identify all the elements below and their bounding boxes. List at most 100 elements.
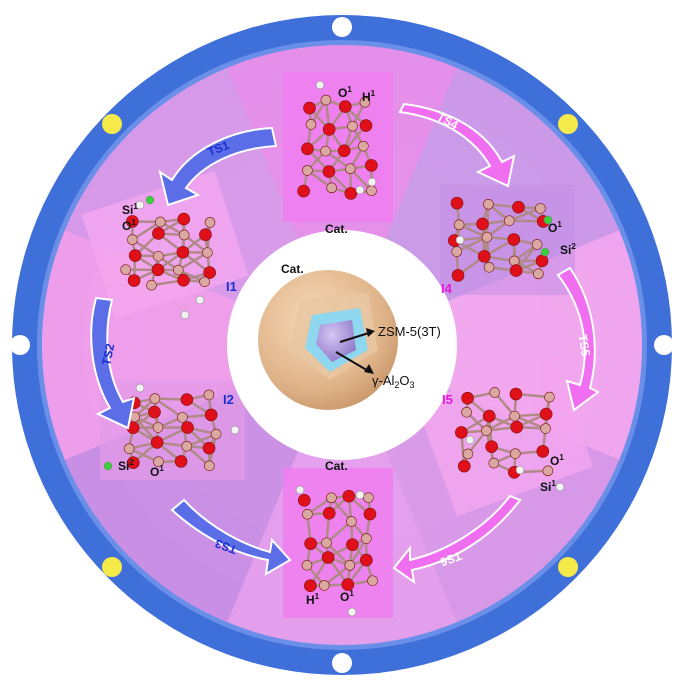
oxygen-atom [360, 120, 372, 132]
oxygen-atom [451, 197, 463, 209]
oxygen-atom [149, 406, 161, 418]
silicon-atom [121, 265, 131, 275]
oxygen-atom [298, 494, 310, 506]
oxygen-atom [540, 408, 552, 420]
top-cat-label: Cat. [325, 222, 348, 236]
silicon-atom [321, 538, 331, 548]
silicon-atom [319, 580, 329, 590]
hydrogen-atom [356, 491, 364, 499]
i1-label: I1 [226, 279, 237, 294]
silicon-atom [533, 269, 543, 279]
silicon-atom [153, 251, 163, 261]
hydrogen-atom [231, 426, 239, 434]
silicon-atom [348, 121, 358, 131]
silicon-atom [179, 230, 189, 240]
ring-dot-yellow-tr [558, 114, 578, 134]
oxygen-atom [338, 145, 350, 157]
silicon-atom [326, 493, 336, 503]
oxygen-atom [203, 442, 215, 454]
silicon-atom [302, 560, 312, 570]
silicon-atom [541, 424, 551, 434]
silicon-atom [489, 458, 499, 468]
silicon-atom [302, 509, 312, 519]
silicon-atom [484, 262, 494, 272]
oxygen-atom [510, 388, 522, 400]
oxygen-atom [322, 551, 334, 563]
hydrogen-atom [456, 236, 464, 244]
silicon-atom [327, 183, 337, 193]
ring-dot-white-left [10, 335, 30, 355]
silicon-atom [482, 232, 492, 242]
oxygen-atom [346, 539, 358, 551]
ring-dot-white-right [654, 335, 674, 355]
oxygen-atom [181, 394, 193, 406]
silicon-atom [358, 141, 368, 151]
silicon-atom [306, 119, 316, 129]
silicon-atom [452, 247, 462, 257]
oxygen-atom [182, 422, 194, 434]
silicon-atom [535, 203, 545, 213]
silicon-atom [321, 95, 331, 105]
oxygen-atom [323, 507, 335, 519]
chlorine-atom [541, 248, 549, 256]
silicon-atom [490, 387, 500, 397]
silicon-atom [202, 248, 212, 258]
oxygen-atom [175, 455, 187, 467]
silicon-atom [200, 277, 210, 287]
oxygen-atom [364, 508, 376, 520]
hydrogen-atom [296, 486, 304, 494]
silicon-atom [346, 516, 356, 526]
oxygen-atom [458, 460, 470, 472]
ring-dot-yellow-bl [102, 557, 122, 577]
silicon-atom [510, 411, 520, 421]
silicon-atom [147, 280, 157, 290]
hydrogen-atom [556, 483, 564, 491]
hydrogen-atom [516, 466, 524, 474]
oxygen-atom [477, 218, 489, 230]
silicon-atom [481, 426, 491, 436]
core-label: ZSM-5(3T) [378, 324, 441, 339]
oxygen-atom [303, 102, 315, 114]
oxygen-atom [177, 274, 189, 286]
oxygen-atom [508, 234, 520, 246]
i4-label: I4 [441, 281, 453, 296]
i5-label: I5 [442, 392, 453, 407]
hydrogen-atom [356, 186, 364, 194]
oxygen-atom [205, 409, 217, 421]
silicon-atom [454, 220, 464, 230]
oxygen-atom [511, 421, 523, 433]
ring-dot-white-bottom [332, 653, 352, 673]
hydrogen-atom [136, 384, 144, 392]
silicon-atom [321, 146, 331, 156]
silicon-atom [153, 423, 163, 433]
silicon-atom [463, 449, 473, 459]
silicon-atom [483, 199, 493, 209]
silicon-atom [504, 216, 514, 226]
bottom-cat-label: Cat. [325, 459, 348, 473]
silicon-atom [127, 235, 137, 245]
oxygen-atom [462, 392, 474, 404]
silicon-atom [532, 239, 542, 249]
silicon-atom [361, 534, 371, 544]
silicon-atom [363, 493, 373, 503]
silicon-atom [211, 429, 221, 439]
oxygen-atom [512, 201, 524, 213]
silicon-atom [368, 576, 378, 586]
oxygen-atom [452, 269, 464, 281]
oxygen-atom [360, 554, 372, 566]
hydrogen-atom [348, 608, 356, 616]
oxygen-atom [537, 445, 549, 457]
silicon-atom [462, 407, 472, 417]
silicon-atom [205, 217, 215, 227]
hydrogen-atom [196, 296, 204, 304]
oxygen-atom [298, 185, 310, 197]
oxygen-atom [305, 538, 317, 550]
shell-label: γ-Al2O3 [372, 373, 415, 390]
oxygen-atom [304, 580, 316, 592]
silicon-atom [204, 390, 214, 400]
ring-dot-yellow-tl [102, 114, 122, 134]
silicon-atom [177, 412, 187, 422]
silicon-atom [150, 394, 160, 404]
silicon-atom [509, 256, 519, 266]
oxygen-atom [152, 264, 164, 276]
